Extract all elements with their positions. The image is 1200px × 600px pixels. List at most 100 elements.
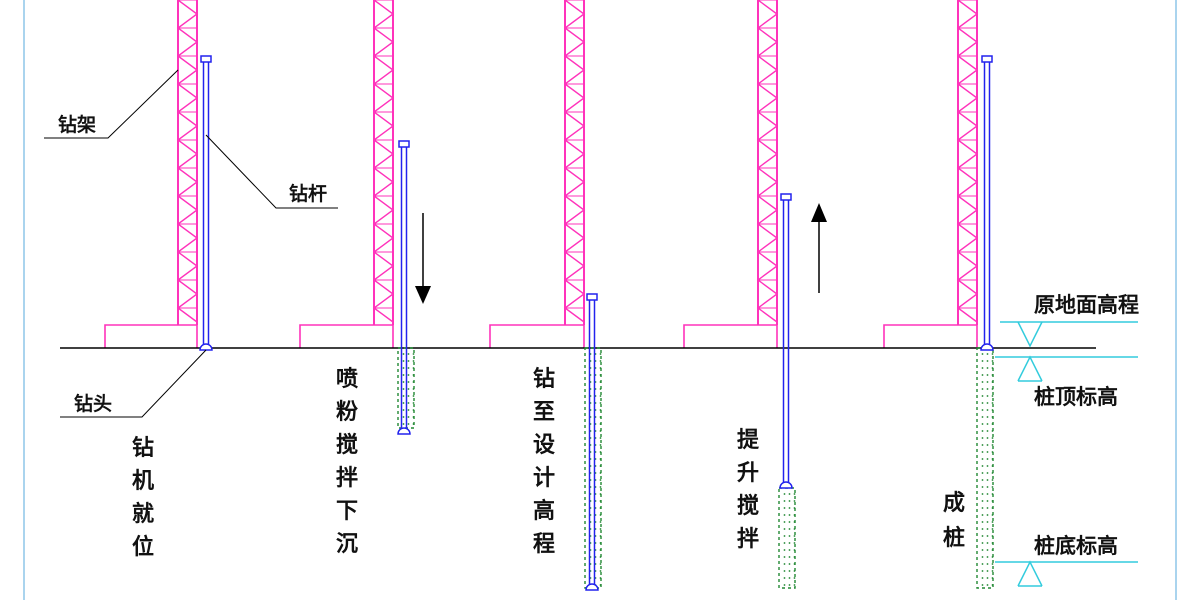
soil-dot <box>793 507 796 509</box>
soil-dot <box>599 367 602 369</box>
soil-column <box>976 347 994 589</box>
soil-dot <box>793 493 796 495</box>
soil-dot <box>407 360 410 362</box>
drill-bit-icon <box>980 343 994 351</box>
soil-dot <box>402 423 405 425</box>
soil-dot <box>986 437 989 439</box>
soil-dot <box>599 507 602 509</box>
soil-dot <box>599 521 602 523</box>
soil-dot <box>599 430 602 432</box>
soil-dot <box>783 535 786 537</box>
soil-dot <box>981 458 984 460</box>
soil-dot <box>788 577 791 579</box>
soil-dot <box>991 535 994 537</box>
soil-dot <box>986 528 989 530</box>
soil-dot <box>991 472 994 474</box>
soil-dot <box>599 402 602 404</box>
soil-columns <box>397 347 994 589</box>
rod-cap <box>586 293 598 301</box>
soil-dot <box>788 542 791 544</box>
soil-dot <box>981 360 984 362</box>
soil-dot <box>412 416 415 418</box>
soil-dot <box>599 549 602 551</box>
soil-dot <box>599 584 602 586</box>
drill-tower <box>683 0 779 348</box>
soil-dot <box>981 423 984 425</box>
soil-dot <box>986 563 989 565</box>
soil-dot <box>986 395 989 397</box>
soil-dot <box>991 584 994 586</box>
soil-dot <box>981 521 984 523</box>
soil-dot <box>783 514 786 516</box>
drill-tower <box>883 0 979 348</box>
soil-dot <box>783 507 786 509</box>
soil-dot <box>599 395 602 397</box>
soil-dot <box>412 374 415 376</box>
tower-base <box>104 324 198 348</box>
soil-dot <box>986 514 989 516</box>
soil-dot <box>986 521 989 523</box>
arrow-down-icon <box>415 286 431 304</box>
soil-dot <box>793 542 796 544</box>
soil-column <box>584 347 602 589</box>
drill-towers <box>104 0 979 348</box>
soil-dot <box>986 570 989 572</box>
pile-top-level-label: 桩顶标高 <box>1034 385 1118 409</box>
drill-rods <box>199 55 994 591</box>
soil-dot <box>981 381 984 383</box>
soil-dot <box>788 535 791 537</box>
soil-dot <box>599 381 602 383</box>
soil-dot <box>402 360 405 362</box>
soil-dot <box>599 528 602 530</box>
soil-dot <box>986 353 989 355</box>
soil-dot <box>412 402 415 404</box>
soil-dot <box>981 542 984 544</box>
tower-lattice <box>756 0 779 323</box>
soil-column-outline <box>778 487 796 589</box>
step-char: 沉 <box>336 532 358 557</box>
soil-dot <box>783 521 786 523</box>
soil-dot <box>991 437 994 439</box>
soil-dot <box>981 556 984 558</box>
step-char: 提 <box>737 427 760 453</box>
soil-dot <box>981 437 984 439</box>
soil-dot <box>986 493 989 495</box>
step-char: 升 <box>737 461 759 486</box>
soil-dot <box>599 500 602 502</box>
soil-dot <box>599 416 602 418</box>
soil-dot <box>981 367 984 369</box>
step-char: 成 <box>943 491 965 516</box>
soil-dot <box>412 381 415 383</box>
soil-dot <box>412 360 415 362</box>
soil-dot <box>991 507 994 509</box>
step-char: 至 <box>533 400 555 425</box>
soil-dot <box>991 556 994 558</box>
step-char: 机 <box>132 469 154 494</box>
soil-dot <box>981 430 984 432</box>
soil-dot <box>986 360 989 362</box>
soil-dot <box>991 423 994 425</box>
soil-dot <box>402 402 405 404</box>
ground-level-label: 原地面高程 <box>1034 293 1139 317</box>
step-2-label: 喷 粉 搅 拌 下 沉 <box>336 367 358 557</box>
soil-dot <box>986 381 989 383</box>
soil-dot <box>783 549 786 551</box>
tower-base <box>489 324 585 348</box>
soil-dot <box>407 423 410 425</box>
soil-dot <box>991 458 994 460</box>
soil-dot <box>793 500 796 502</box>
drill-bit-icon <box>779 481 793 489</box>
drill-tower <box>489 0 586 348</box>
step-char: 钻 <box>533 366 555 392</box>
soil-dot <box>986 535 989 537</box>
level-triangle-icon <box>1017 560 1043 587</box>
soil-dot <box>991 444 994 446</box>
soil-dot <box>599 577 602 579</box>
step-char: 设 <box>533 433 555 458</box>
soil-dot <box>412 423 415 425</box>
tower-lattice <box>956 0 979 323</box>
tower-base <box>299 324 394 348</box>
soil-dot <box>599 374 602 376</box>
level-triangle-icon <box>1017 355 1043 382</box>
